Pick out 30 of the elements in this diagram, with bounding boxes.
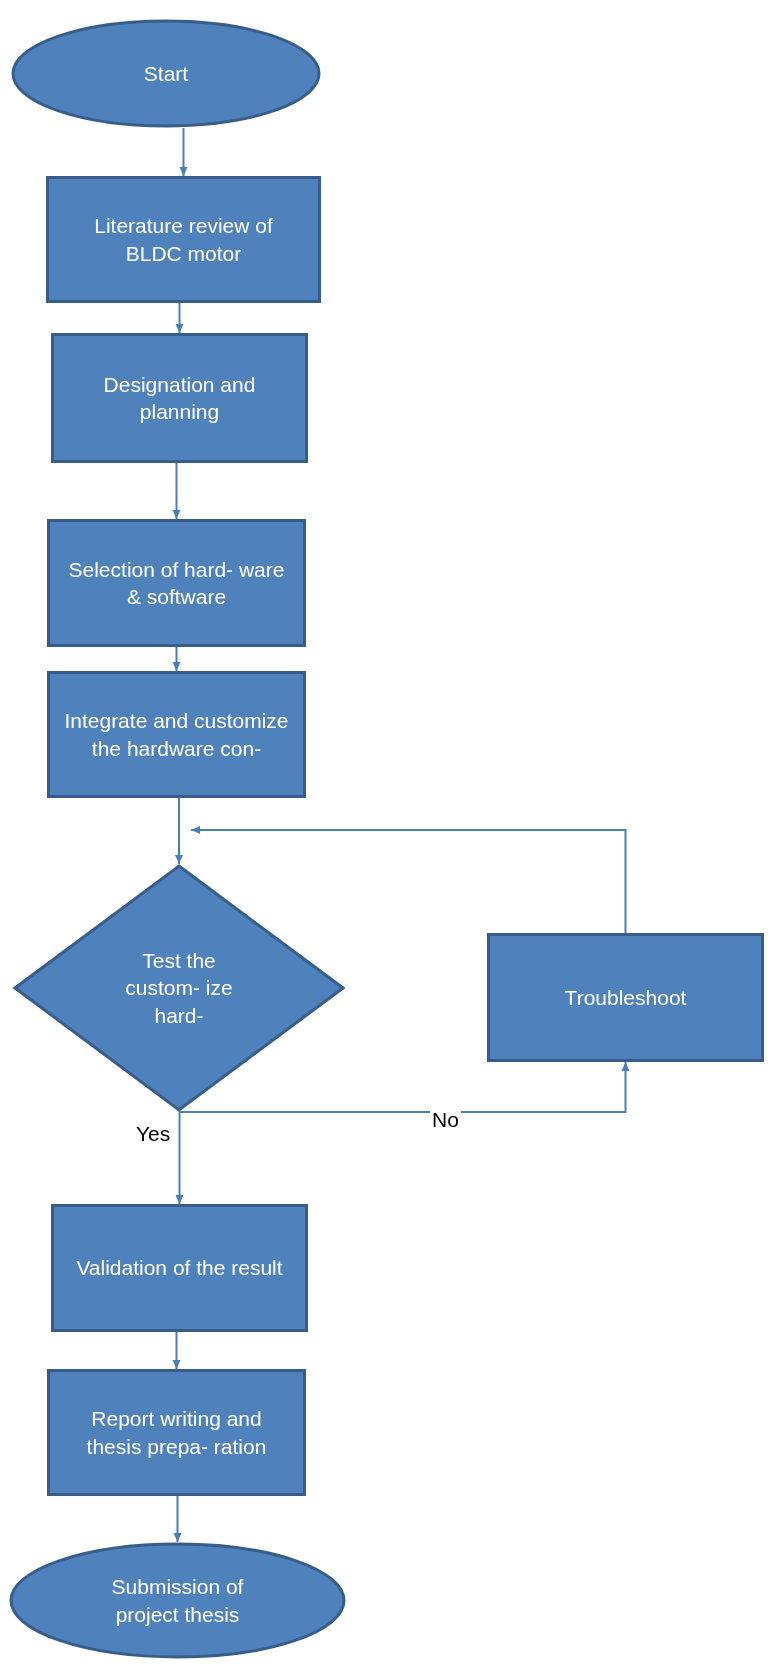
process-box [47,1369,306,1496]
terminal-ellipse [11,19,321,128]
node-text: Literature review of BLDC motor [93,213,274,267]
node-text: Validation of the result [75,1255,284,1282]
node-text: Troubleshoot [563,984,688,1011]
arrow [172,1331,181,1370]
arrow [175,797,183,865]
arrow [178,1061,630,1113]
process-box [51,1204,308,1332]
arrow [172,462,181,520]
decision-diamond [13,864,345,1112]
arrow [190,826,627,934]
arrow [179,127,188,177]
arrow [173,1495,182,1543]
node-text: Designation and planning [102,371,257,425]
process-box [487,933,764,1062]
arrow [175,302,184,334]
node-text: Start [142,60,190,87]
node-text: Integrate and customize the hardware con- [63,708,290,762]
arrow [175,1111,184,1205]
arrow [172,646,181,672]
process-box [51,333,308,463]
node-text: Report writing and thesis prepa- ration [85,1406,268,1460]
node-text: Test the custom- ize hard- [124,948,234,1029]
process-box [47,519,306,647]
node-text: Selection of hard- ware & software [67,556,286,610]
node-text: Submission of project thesis [110,1574,245,1628]
process-box [47,671,306,798]
terminal-ellipse [9,1542,346,1659]
process-box [46,176,321,303]
